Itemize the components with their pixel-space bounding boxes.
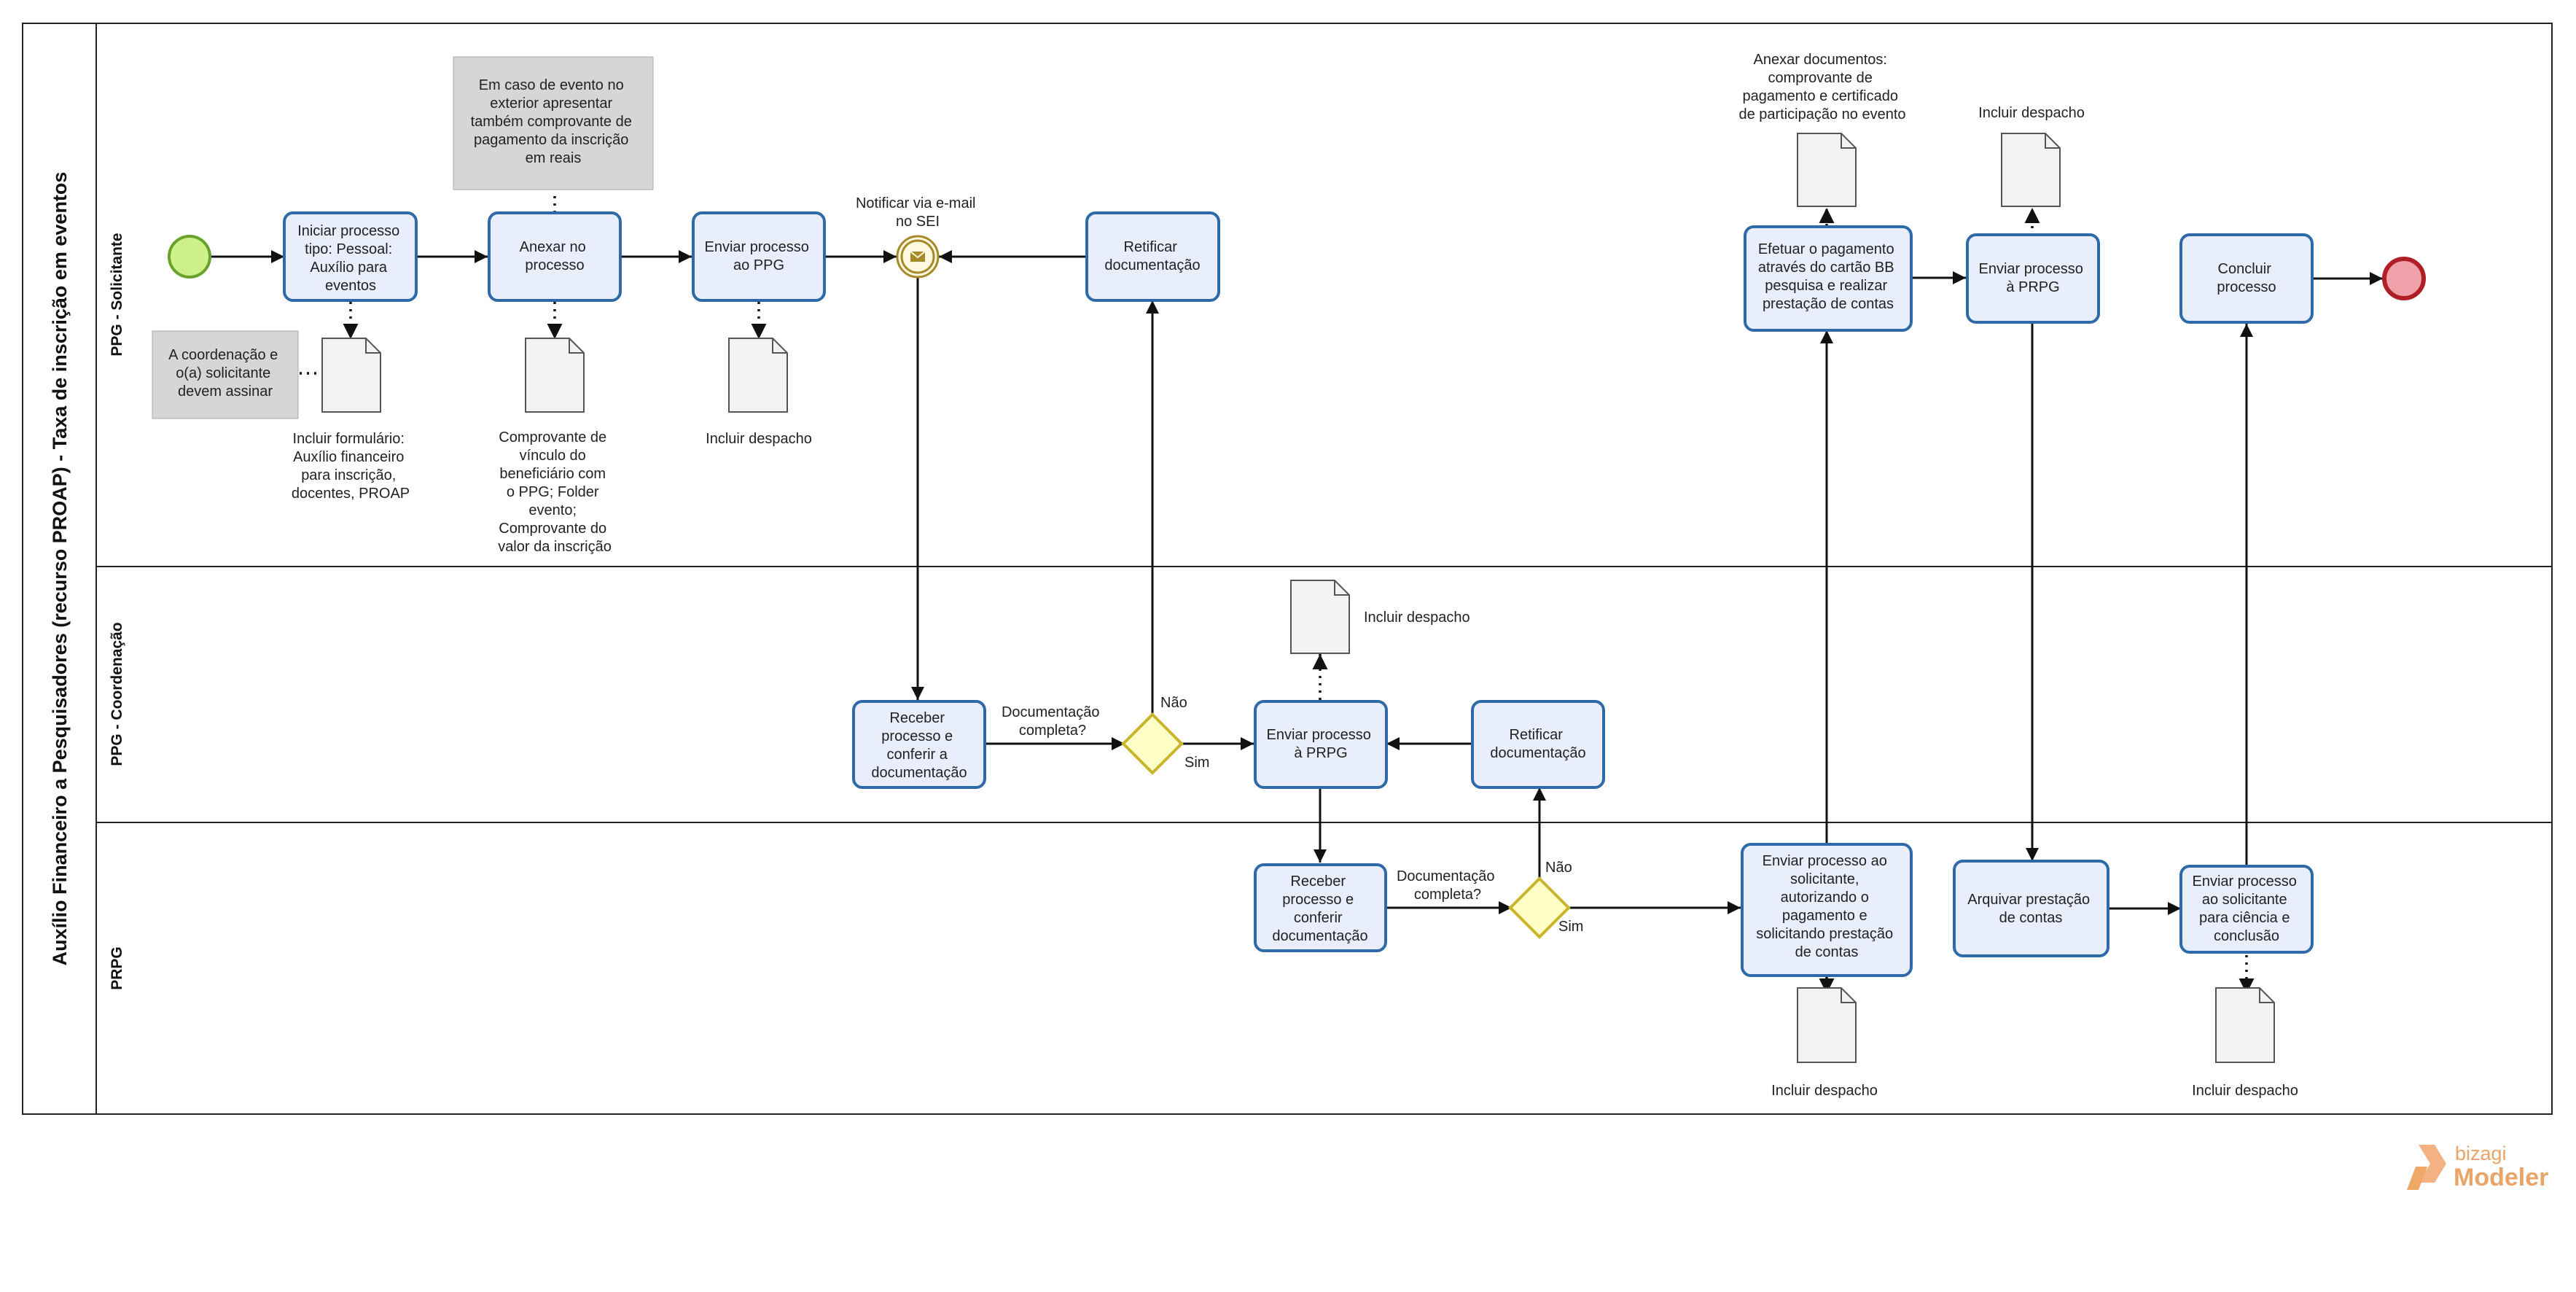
- task-arquivar-prestacao[interactable]: Arquivar prestação de contas: [1953, 860, 2109, 957]
- doc-label: Incluir despacho: [1771, 1083, 1878, 1099]
- doc-label: Anexar documentos: comprovante de pagame…: [1738, 52, 1905, 122]
- note-text: Em caso de evento no exterior apresentar…: [471, 77, 636, 166]
- pool-title: Auxílio Financeiro a Pesquisadores (recu…: [49, 172, 71, 966]
- task-label: Iniciar processo tipo: Pessoal: Auxílio …: [297, 223, 404, 294]
- gateway-documentacao-coordenacao[interactable]: Documentação completa? Não Sim: [1002, 695, 1210, 775]
- task-label: Receber processo e conferir documentação: [1272, 873, 1367, 944]
- doc-anexar-documentos[interactable]: Anexar documentos: comprovante de pagame…: [1738, 52, 1906, 207]
- gateway-question: Documentação completa?: [1002, 704, 1104, 739]
- gateway-yes-label: Sim: [1184, 755, 1209, 771]
- note-exterior: Em caso de evento no exterior apresentar…: [453, 56, 654, 190]
- task-enviar-processo-solicitante-pagamento[interactable]: Enviar processo ao solicitante, autoriza…: [1741, 843, 1913, 977]
- doc-despacho-ppg[interactable]: Incluir despacho: [706, 338, 812, 447]
- notificar-email-event[interactable]: Notificar via e-mail no SEI: [856, 195, 980, 279]
- task-label: Concluir processo: [2217, 261, 2276, 295]
- start-event[interactable]: [168, 235, 211, 279]
- notificar-label: Notificar via e-mail no SEI: [856, 195, 980, 230]
- gateway-question: Documentação completa?: [1397, 868, 1499, 903]
- doc-label: Comprovante de vínculo do beneficiário c…: [498, 429, 612, 555]
- doc-despacho-prpg-pagamento[interactable]: Incluir despacho: [1771, 987, 1878, 1099]
- logo-brand: bizagi: [2455, 1143, 2507, 1164]
- task-anexar-no-processo[interactable]: Anexar no processo: [488, 211, 622, 302]
- end-event[interactable]: [2382, 257, 2426, 300]
- logo-product: Modeler: [2454, 1164, 2548, 1191]
- lane-titles: PPG - Solicitante PPG - Coordenação PRPG: [109, 233, 125, 989]
- lane-title-coordenacao: PPG - Coordenação: [109, 622, 125, 766]
- doc-despacho-coordenacao[interactable]: Incluir despacho: [1290, 580, 1470, 654]
- task-enviar-processo-ppg[interactable]: Enviar processo ao PPG: [692, 211, 826, 302]
- lane-title-prpg: PRPG: [109, 946, 125, 990]
- task-receber-conferir-coordenacao[interactable]: Receber processo e conferir a documentaç…: [852, 700, 986, 789]
- task-label: Retificar documentação: [1490, 727, 1585, 761]
- task-retificar-documentacao-solicitante[interactable]: Retificar documentação: [1085, 211, 1220, 302]
- task-label: Retificar documentação: [1104, 239, 1200, 273]
- envelope-icon: [910, 251, 926, 262]
- task-label: Efetuar o pagamento através do cartão BB…: [1758, 241, 1898, 312]
- doc-label: Incluir despacho: [706, 431, 812, 447]
- doc-label: Incluir despacho: [1364, 610, 1470, 626]
- doc-comprovante[interactable]: Comprovante de vínculo do beneficiário c…: [498, 338, 612, 555]
- task-label: Receber processo e conferir a documentaç…: [871, 710, 967, 781]
- lane-title-solicitante: PPG - Solicitante: [109, 233, 125, 356]
- associations: [300, 191, 2255, 994]
- task-label: Enviar processo ao PPG: [705, 239, 813, 273]
- doc-label: Incluir despacho: [2192, 1083, 2298, 1099]
- task-label: Enviar processo ao solicitante para ciên…: [2193, 873, 2301, 944]
- task-retificar-documentacao-coordenacao[interactable]: Retificar documentação: [1471, 700, 1605, 789]
- task-enviar-processo-prpg-solicitante[interactable]: Enviar processo à PRPG: [1966, 233, 2100, 324]
- gateway-no-label: Não: [1160, 695, 1187, 711]
- gateway-no-label: Não: [1545, 860, 1572, 876]
- doc-label: Incluir despacho: [1978, 105, 2085, 121]
- task-label: Anexar no processo: [520, 239, 590, 273]
- task-receber-conferir-prpg[interactable]: Receber processo e conferir documentação: [1254, 863, 1387, 952]
- task-label: Enviar processo à PRPG: [1267, 727, 1375, 761]
- task-efetuar-pagamento[interactable]: Efetuar o pagamento através do cartão BB…: [1744, 225, 1913, 332]
- task-label: Enviar processo à PRPG: [1979, 261, 2088, 295]
- doc-label: Incluir formulário: Auxílio financeiro p…: [292, 431, 410, 502]
- gateway-documentacao-prpg[interactable]: Documentação completa? Não Sim: [1397, 860, 1584, 939]
- note-text: A coordenação e o(a) solicitante devem a…: [168, 347, 282, 400]
- doc-formulario[interactable]: Incluir formulário: Auxílio financeiro p…: [292, 338, 410, 502]
- task-label: Arquivar prestação de contas: [1967, 892, 2093, 926]
- task-concluir-processo[interactable]: Concluir processo: [2179, 233, 2314, 324]
- task-enviar-processo-ciencia[interactable]: Enviar processo ao solicitante para ciên…: [2179, 865, 2314, 954]
- doc-despacho-prpg-ciencia[interactable]: Incluir despacho: [2192, 987, 2298, 1099]
- sequence-flows: [211, 250, 2383, 915]
- doc-despacho-solicitante[interactable]: Incluir despacho: [1978, 105, 2085, 207]
- bizagi-modeler-logo: bizagi Modeler: [2407, 1143, 2548, 1191]
- task-iniciar-processo[interactable]: Iniciar processo tipo: Pessoal: Auxílio …: [283, 211, 418, 302]
- note-assinar: A coordenação e o(a) solicitante devem a…: [152, 330, 299, 419]
- task-enviar-processo-prpg-coordenacao[interactable]: Enviar processo à PRPG: [1254, 700, 1388, 789]
- task-label: Enviar processo ao solicitante, autoriza…: [1756, 853, 1897, 960]
- gateway-yes-label: Sim: [1558, 919, 1583, 935]
